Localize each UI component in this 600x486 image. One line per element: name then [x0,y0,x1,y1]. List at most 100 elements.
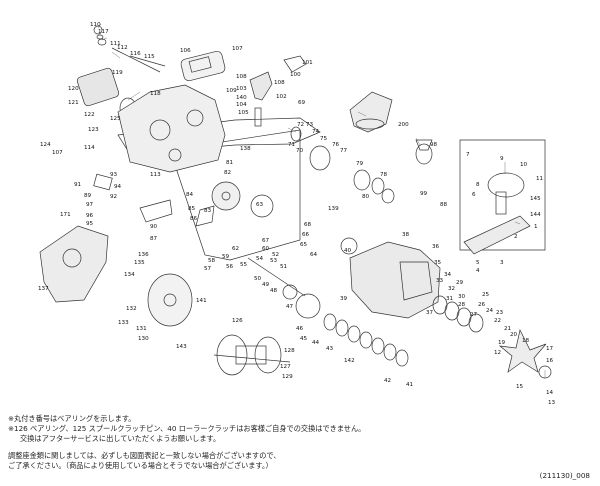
counter-screen [188,56,212,73]
frame-hole-b [186,109,204,127]
label-103: 103 [236,86,247,92]
label-65: 65 [300,242,308,248]
washer-stack-d [359,331,373,349]
label-67: 67 [262,238,270,244]
label-62: 62 [232,246,239,252]
label-81: 81 [226,160,234,166]
handle-arm [463,215,531,255]
label-3: 3 [500,260,504,266]
label-106: 106 [180,48,191,54]
main-gear [211,181,241,211]
label-44: 44 [312,340,320,346]
label-116: 116 [130,51,141,57]
ring-78 [371,177,385,195]
frame-outline-mid [169,129,301,261]
label-121: 121 [68,100,79,106]
main-gear-hub [221,191,231,201]
label-69: 69 [298,100,306,106]
label-86: 86 [190,216,198,222]
label-41: 41 [406,382,414,388]
levelwind-shaft [247,257,306,297]
label-77: 77 [340,148,348,154]
counter-display [180,50,226,82]
label-39: 39 [340,296,348,302]
label-131: 131 [136,326,147,332]
label-127: 127 [280,364,291,370]
label-47: 47 [286,304,294,310]
label-8: 8 [476,182,480,188]
label-136: 136 [138,252,149,258]
label-16: 16 [546,358,554,364]
pinion-gear [250,194,274,218]
label-99: 99 [420,191,428,197]
label-78: 78 [380,172,388,178]
label-89: 89 [84,193,92,199]
washer-117 [96,34,104,40]
label-118: 118 [150,91,161,97]
label-22: 22 [494,318,501,324]
label-23: 23 [496,310,504,316]
label-129: 129 [282,374,293,380]
label-120: 120 [68,86,79,92]
label-142: 142 [344,358,355,364]
note-service-cont: 交換はアフターサービスに出していただくようお願いします。 [20,434,221,444]
thumb-bar [349,91,393,133]
washer-stack-b [335,319,349,337]
motor-body [76,67,120,107]
label-104: 104 [236,102,247,108]
label-97: 97 [86,202,94,208]
label-57: 57 [204,266,212,272]
label-102: 102 [276,94,287,100]
label-132: 132 [126,306,137,312]
label-126: 126 [232,318,243,324]
label-133: 133 [118,320,129,326]
spring-rod [195,205,215,227]
label-35: 35 [434,260,442,266]
label-74: 74 [312,129,320,135]
label-143: 143 [176,344,187,350]
label-18: 18 [522,338,530,344]
label-52: 52 [272,252,279,258]
note-washer-cont: ご了承ください。（商品により使用している場合とそうでない場合がございます。） [8,460,273,470]
label-111: 111 [110,41,121,47]
drag-washer-d [468,313,484,333]
label-59: 59 [222,254,230,260]
thumb-bar-ring [355,118,385,130]
label-76: 76 [332,142,340,148]
label-5: 5 [476,260,480,266]
frame-hole-c [168,148,182,162]
label-107-left: 107 [52,150,63,156]
label-11: 11 [536,176,544,182]
label-130: 130 [138,336,149,342]
label-119: 119 [112,70,123,76]
note-service: ※126 ベアリング、125 スプールクラッチピン、40 ローラークラッチはお客… [8,424,366,434]
label-9: 9 [500,156,504,162]
lever-arm [249,71,273,101]
label-82: 82 [224,170,231,176]
label-51: 51 [280,264,288,270]
label-144: 144 [530,212,541,218]
label-145: 145 [530,196,541,202]
label-21: 21 [504,326,512,332]
bearing-72 [290,126,302,142]
label-60: 60 [262,246,270,252]
label-42: 42 [384,378,391,384]
label-37: 37 [426,310,434,316]
label-122: 122 [84,112,95,118]
label-139: 139 [328,206,339,212]
label-113: 113 [150,172,161,178]
label-14: 14 [546,390,554,396]
spool-core [235,345,267,365]
label-171: 171 [60,212,71,218]
label-88: 88 [440,202,448,208]
label-135: 135 [134,260,145,266]
label-95: 95 [86,221,94,227]
label-87: 87 [150,236,158,242]
gear-75 [309,145,331,171]
label-15: 15 [516,384,524,390]
label-29: 29 [456,280,464,286]
label-108-b: 108 [274,80,285,86]
label-84: 84 [186,192,194,198]
notes-block: ※丸付き番号はベアリングを示します。 ※126 ベアリング、125 スプールクラ… [8,414,592,471]
label-101: 101 [302,60,313,66]
